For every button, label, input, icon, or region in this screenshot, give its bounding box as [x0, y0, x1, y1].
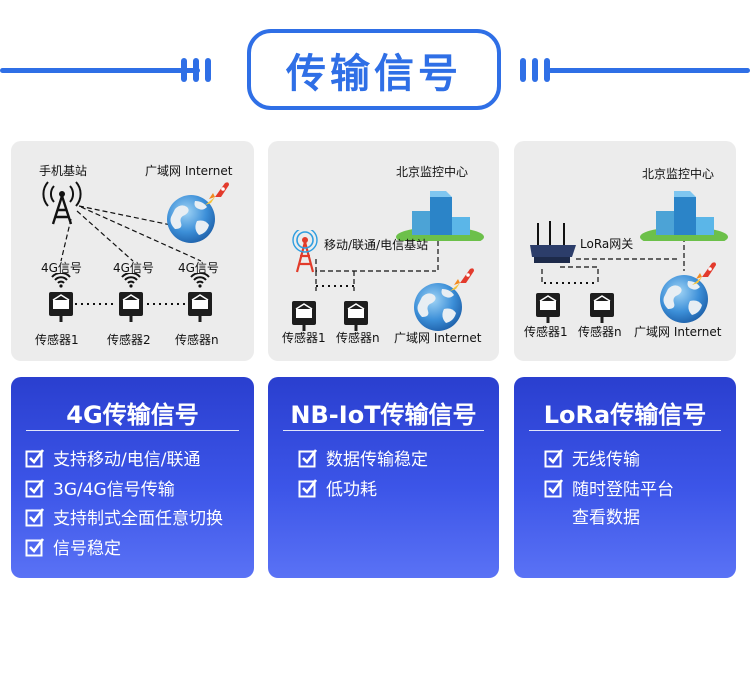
header-bars-left [181, 58, 211, 82]
sensor-icon [589, 292, 615, 324]
rocket-icon [692, 262, 716, 285]
rocket-icon [450, 268, 474, 291]
checkbox-icon [25, 448, 45, 467]
feature-continuation: 查看数据 [572, 508, 640, 528]
wifi-signal-icon [190, 273, 210, 289]
wifi-signal-icon [51, 273, 71, 289]
feature-text: 数据传输稳定 [326, 450, 428, 470]
card-lora: LoRa传输信号 无线传输 随时登陆平台 查看数据 [514, 377, 736, 578]
building-icon [396, 191, 484, 241]
diagram-nbiot: 北京监控中心 移动/联通/电信基站 传感器1 传感器n 广域网 Internet [268, 141, 499, 361]
checkbox-icon [544, 448, 564, 467]
feature-text: 支持制式全面任意切换 [53, 509, 223, 529]
feature-item: 数据传输稳定 [298, 445, 428, 470]
monitor-center-label: 北京监控中心 [396, 165, 469, 179]
sensor-label-n: 传感器n [578, 325, 622, 339]
feature-item: 信号稳定 [25, 534, 121, 559]
feature-text: 随时登陆平台 [572, 480, 674, 500]
station-label: 移动/联通/电信基站 [324, 238, 429, 252]
sensor-label-n: 传感器n [175, 333, 219, 347]
card-title: NB-IoT传输信号 [290, 401, 477, 429]
feature-item: 支持移动/电信/联通 [25, 445, 200, 470]
base-station-label: 手机基站 [39, 164, 88, 178]
router-icon [530, 221, 576, 263]
diagram-lora-lines [541, 237, 685, 284]
header-line-left [0, 68, 200, 73]
checkbox-icon [298, 478, 318, 497]
divider [283, 430, 484, 431]
card-nbiot: NB-IoT传输信号 数据传输稳定 低功耗 [268, 377, 499, 578]
sensor-label-1: 传感器1 [282, 331, 326, 345]
cell-tower-icon [292, 230, 318, 273]
gateway-label: LoRa网关 [580, 237, 634, 251]
feature-item: 随时登陆平台 [544, 475, 674, 500]
cell-tower-icon [42, 181, 82, 225]
diagram-nbiot-lines [315, 233, 439, 291]
sensor-label-1: 传感器1 [524, 325, 568, 339]
feature-item: 无线传输 [544, 445, 640, 470]
header-line-right [548, 68, 750, 73]
diagram-4g-lines [60, 205, 202, 305]
card-4g: 4G传输信号 支持移动/电信/联通 3G/4G信号传输 支持制式全面任意切换 信… [11, 377, 254, 578]
feature-text: 低功耗 [326, 480, 377, 500]
rocket-icon [205, 182, 229, 205]
checkbox-icon [25, 537, 45, 556]
feature-item: 3G/4G信号传输 [25, 475, 175, 500]
card-title: LoRa传输信号 [543, 401, 707, 429]
checkbox-icon [25, 507, 45, 526]
internet-label: 广域网 Internet [145, 164, 233, 178]
checkbox-icon [544, 478, 564, 497]
internet-label: 广域网 Internet [634, 325, 722, 339]
building-icon [640, 191, 728, 241]
section-title-box: 传输信号 [247, 29, 501, 110]
checkbox-icon [25, 478, 45, 497]
signal-label-3: 4G信号 [178, 261, 219, 275]
sensor-icon [118, 291, 144, 323]
checkbox-icon [298, 448, 318, 467]
sensor-icon [535, 292, 561, 324]
signal-label-1: 4G信号 [41, 261, 82, 275]
feature-text: 3G/4G信号传输 [53, 480, 175, 500]
feature-text: 信号稳定 [53, 539, 121, 559]
sensor-icon [343, 300, 369, 332]
section-title: 传输信号 [286, 50, 462, 97]
wifi-signal-icon [121, 273, 141, 289]
diagram-4g: 手机基站 广域网 Internet 4G信号 4G信号 4G信号 传感器1 传感… [11, 141, 254, 361]
feature-item: 支持制式全面任意切换 [25, 504, 223, 529]
signal-label-2: 4G信号 [113, 261, 154, 275]
sensor-label-n: 传感器n [336, 331, 380, 345]
divider [529, 430, 721, 431]
monitor-center-label: 北京监控中心 [642, 167, 715, 181]
internet-label: 广域网 Internet [394, 331, 482, 345]
sensor-icon [48, 291, 74, 323]
divider [26, 430, 239, 431]
sensor-icon [291, 300, 317, 332]
sensor-icon [187, 291, 213, 323]
feature-text: 支持移动/电信/联通 [53, 450, 201, 470]
header-bars-right [520, 58, 550, 82]
feature-text: 无线传输 [572, 450, 640, 470]
sensor-label-2: 传感器2 [107, 333, 151, 347]
diagram-lora: 北京监控中心 LoRa网关 传感器1 传感器n 广域网 Internet [514, 141, 736, 361]
card-title: 4G传输信号 [66, 401, 199, 429]
sensor-label-1: 传感器1 [35, 333, 79, 347]
feature-item: 低功耗 [298, 475, 377, 500]
